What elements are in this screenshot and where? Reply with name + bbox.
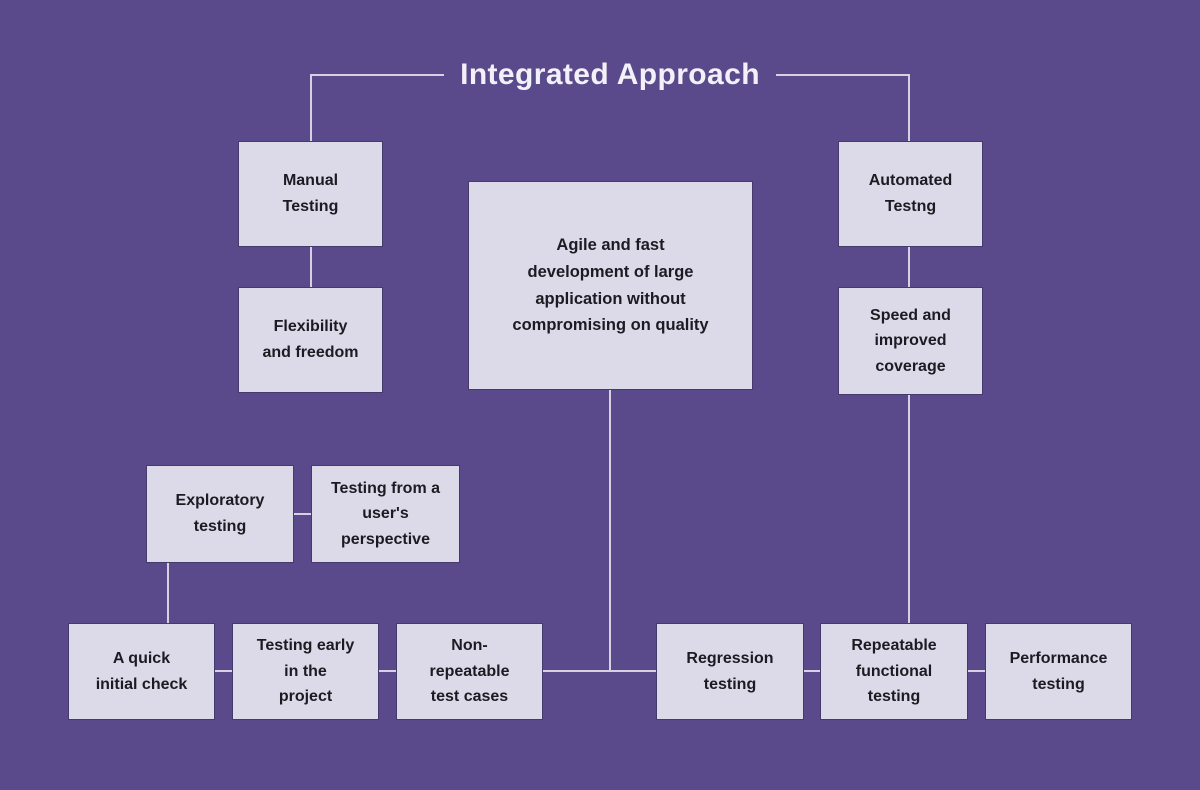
- node-flexibility-freedom-label: Flexibility and freedom: [262, 318, 359, 361]
- node-manual-testing-label: Manual Testing: [282, 172, 339, 215]
- connector-title-to-manual: [310, 74, 312, 141]
- node-manual-testing: Manual Testing: [238, 141, 383, 247]
- node-user-perspective-label: Testing from a user's perspective: [330, 479, 441, 548]
- node-non-repeatable-label: Non-repeatable test cases: [429, 637, 510, 706]
- connector-quick-check-to-early: [215, 670, 232, 672]
- connector-exploratory-to-quick-check: [167, 563, 169, 623]
- connector-title-to-automated: [908, 74, 910, 141]
- connector-manual-to-flexibility: [310, 247, 312, 287]
- node-center-benefit-label: Agile and fast development of large appl…: [512, 236, 709, 335]
- node-repeatable-functional: Repeatable functional testing: [820, 623, 968, 720]
- node-user-perspective: Testing from a user's perspective: [311, 465, 460, 563]
- connector-regression-to-repeatable: [804, 670, 820, 672]
- diagram-title: Integrated Approach: [460, 58, 760, 91]
- node-quick-initial-check: A quick initial check: [68, 623, 215, 720]
- connector-repeatable-to-performance: [968, 670, 985, 672]
- node-flexibility-freedom: Flexibility and freedom: [238, 287, 383, 393]
- connector-center-to-bottom-row: [609, 390, 611, 672]
- node-regression-testing: Regression testing: [656, 623, 804, 720]
- node-speed-coverage-label: Speed and improved coverage: [870, 306, 951, 375]
- connector-title-left: [310, 74, 445, 76]
- node-exploratory-testing-label: Exploratory testing: [175, 492, 265, 535]
- node-center-benefit: Agile and fast development of large appl…: [468, 181, 753, 390]
- connector-exploratory-to-user-perspective: [294, 513, 311, 515]
- node-speed-coverage: Speed and improved coverage: [838, 287, 983, 395]
- connector-speed-to-repeatable: [908, 395, 910, 623]
- node-testing-early: Testing early in the project: [232, 623, 379, 720]
- node-testing-early-label: Testing early in the project: [256, 637, 355, 706]
- node-repeatable-functional-label: Repeatable functional testing: [851, 637, 937, 706]
- connector-title-right: [775, 74, 911, 76]
- connector-automated-to-speed: [908, 247, 910, 287]
- node-non-repeatable: Non-repeatable test cases: [396, 623, 543, 720]
- node-exploratory-testing: Exploratory testing: [146, 465, 294, 563]
- node-automated-testing-label: Automated Testng: [868, 172, 953, 215]
- title-row: Integrated Approach: [310, 56, 911, 94]
- node-performance-testing: Performance testing: [985, 623, 1132, 720]
- node-performance-testing-label: Performance testing: [1009, 649, 1108, 693]
- connector-non-repeatable-to-regression: [543, 670, 656, 672]
- connector-early-to-non-repeatable: [379, 670, 396, 672]
- node-quick-initial-check-label: A quick initial check: [95, 649, 188, 693]
- node-regression-testing-label: Regression testing: [686, 649, 774, 693]
- node-automated-testing: Automated Testng: [838, 141, 983, 247]
